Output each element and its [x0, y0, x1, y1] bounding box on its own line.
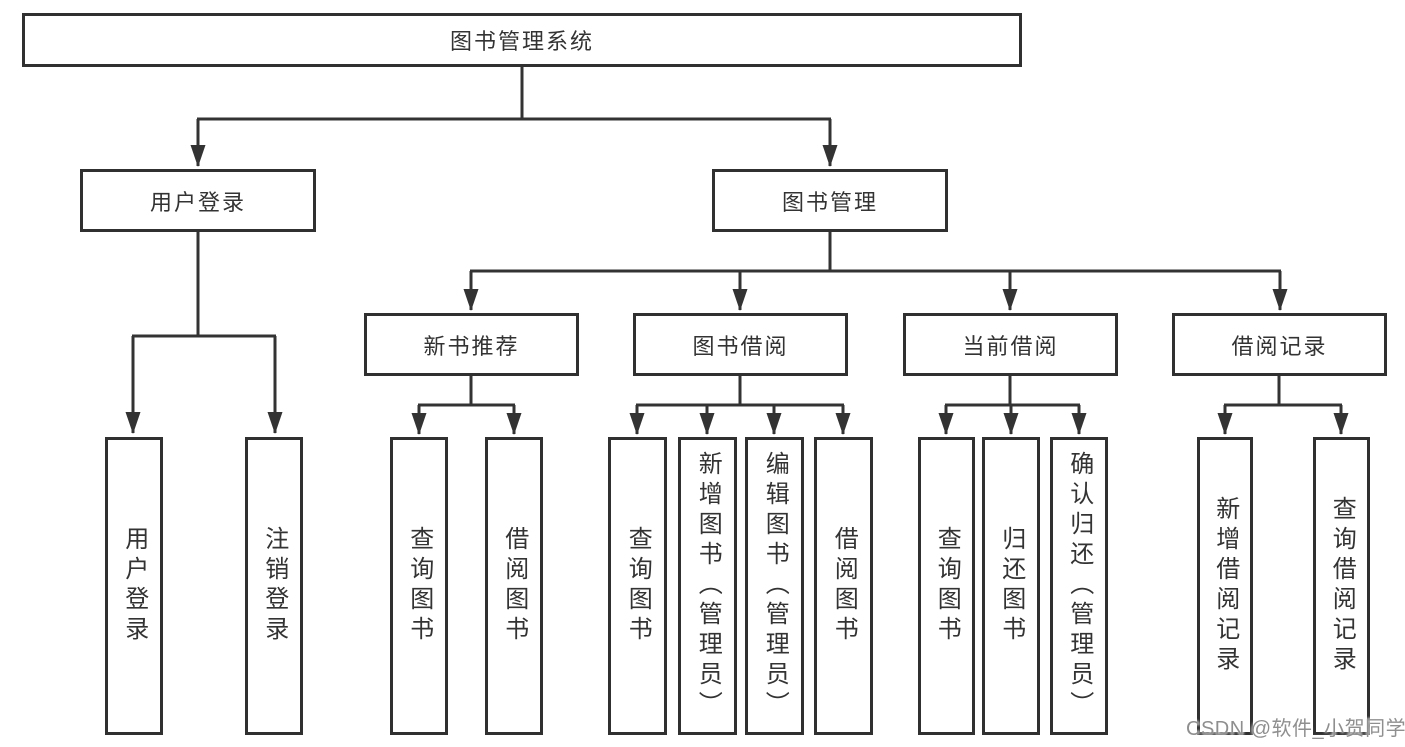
leaf-logout: 注销登录: [245, 437, 303, 735]
leaf-return-books: 归还图书: [982, 437, 1040, 735]
node-root: 图书管理系统: [22, 13, 1022, 67]
leaf-confirm-return-admin: 确认归还（管理员）: [1050, 437, 1108, 735]
leaf-borrow-books: 借阅图书: [814, 437, 873, 735]
node-new-book-recommend: 新书推荐: [364, 313, 579, 376]
leaf-borrow-query-books: 查询图书: [608, 437, 667, 735]
leaf-query-borrow-record: 查询借阅记录: [1313, 437, 1370, 735]
node-book-management: 图书管理: [712, 169, 948, 232]
leaf-edit-books-admin: 编辑图书（管理员）: [745, 437, 804, 735]
node-borrow-records: 借阅记录: [1172, 313, 1387, 376]
leaf-add-borrow-record: 新增借阅记录: [1197, 437, 1253, 735]
node-book-borrow: 图书借阅: [633, 313, 848, 376]
leaf-recommend-borrow-books: 借阅图书: [485, 437, 543, 735]
leaf-add-books-admin: 新增图书（管理员）: [678, 437, 737, 735]
leaf-recommend-query-books: 查询图书: [390, 437, 448, 735]
node-user-login-group: 用户登录: [80, 169, 316, 232]
watermark: CSDN @软件_小贺同学: [1186, 718, 1405, 740]
leaf-user-login: 用户登录: [105, 437, 163, 735]
leaf-current-query-books: 查询图书: [918, 437, 975, 735]
node-current-borrow: 当前借阅: [903, 313, 1118, 376]
